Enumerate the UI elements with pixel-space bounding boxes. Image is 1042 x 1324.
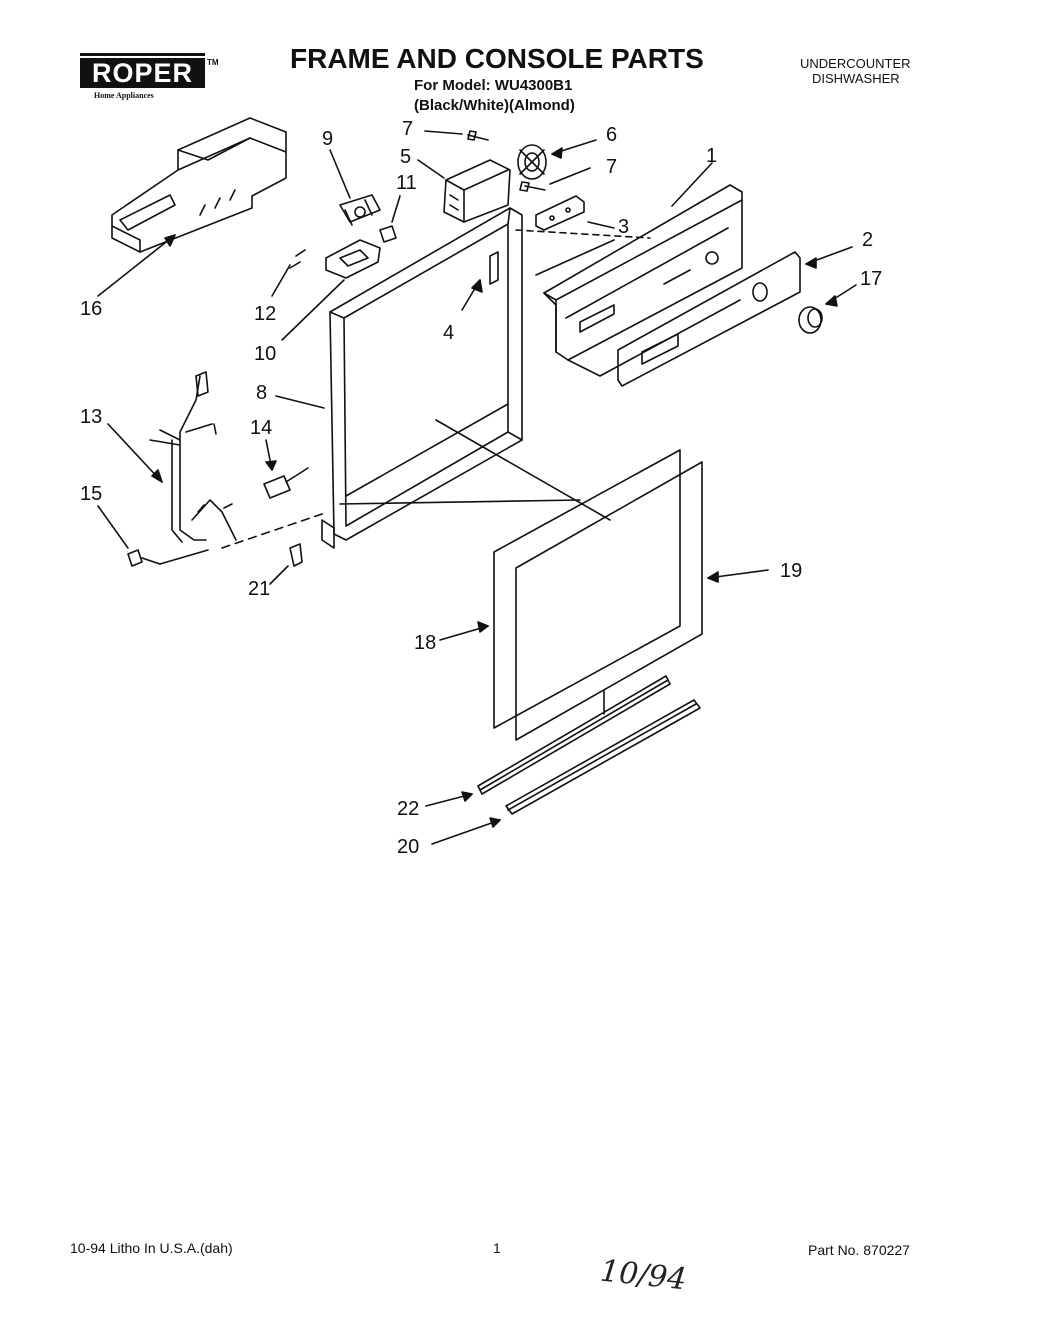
leader-15 — [97, 505, 129, 549]
callout-22: 22 — [397, 798, 420, 820]
callout-18: 18 — [414, 632, 437, 654]
roper-logo: ROPER TM Home Appliances — [80, 50, 219, 102]
arrow-17 — [825, 295, 838, 307]
leader-12 — [271, 264, 291, 297]
part-6-dial — [517, 144, 547, 180]
logo-trademark: TM — [207, 58, 219, 67]
leader-8 — [275, 395, 325, 409]
arrow-16 — [164, 234, 176, 247]
callout-20: 20 — [397, 836, 420, 858]
callout-8: 8 — [256, 382, 268, 404]
part-21-clip — [289, 543, 303, 567]
part-19-panel — [515, 461, 703, 741]
part-8-frame — [321, 207, 523, 549]
part-18-panel — [493, 449, 681, 729]
part-14-connector — [263, 467, 309, 499]
callout-13: 13 — [80, 406, 103, 428]
part-13-harness — [149, 371, 237, 543]
callout-9: 9 — [322, 128, 334, 150]
callout-5: 5 — [400, 146, 412, 168]
part-7-screw-top — [467, 130, 489, 141]
guide-console — [535, 239, 615, 276]
leader-3 — [587, 221, 615, 229]
model-number: For Model: WU4300B1 — [414, 77, 573, 94]
leader-1 — [671, 162, 713, 207]
leader-21 — [269, 565, 289, 585]
arrow-6 — [551, 147, 563, 159]
dash-harness — [221, 511, 329, 549]
dash-timer-console — [515, 229, 651, 239]
leader-5 — [417, 159, 445, 179]
product-type-line1: UNDERCOUNTER — [800, 56, 911, 71]
part-7-screw-right — [519, 181, 546, 192]
leader-7-right — [549, 167, 591, 185]
part-22-strip — [477, 675, 671, 795]
callout-17: 17 — [860, 268, 883, 290]
callout-11: 11 — [396, 172, 417, 194]
part-1-console — [543, 184, 743, 377]
callout-15: 15 — [80, 483, 103, 505]
arrow-20 — [489, 817, 501, 828]
leader-13 — [107, 423, 163, 483]
callout-19: 19 — [780, 560, 803, 582]
leader-16 — [97, 234, 176, 297]
leader-20 — [431, 819, 501, 845]
arrow-14 — [265, 460, 277, 471]
leader-7-top — [424, 130, 463, 135]
part-12-clip — [289, 249, 306, 269]
footer-part-number: Part No. 870227 — [808, 1242, 910, 1258]
page-title: FRAME AND CONSOLE PARTS — [290, 43, 704, 74]
callout-3: 3 — [618, 216, 630, 238]
logo-subtitle: Home Appliances — [94, 91, 154, 100]
leader-10 — [281, 279, 345, 341]
part-11-terminal — [379, 225, 397, 243]
part-9-switch — [339, 194, 381, 226]
arrow-22 — [461, 791, 473, 802]
logo-brand: ROPER — [80, 58, 205, 88]
callout-16: 16 — [80, 298, 103, 320]
arrow-13 — [151, 469, 163, 483]
part-5-timer — [443, 159, 511, 223]
callout-2: 2 — [862, 229, 874, 251]
part-16-duct — [111, 117, 287, 253]
callout-10: 10 — [254, 343, 277, 365]
part-17-knob — [798, 306, 823, 334]
callout-6: 6 — [606, 124, 618, 146]
part-20-strip — [505, 699, 701, 815]
product-type-line2: DISHWASHER — [812, 71, 900, 86]
guide-door-2 — [339, 499, 581, 505]
model-colors: (Black/White)(Almond) — [414, 97, 575, 114]
leader-11 — [391, 195, 401, 223]
callout-1: 1 — [706, 145, 718, 167]
arrow-18 — [477, 621, 489, 633]
part-3-bracket — [535, 195, 585, 231]
footer-page-number: 1 — [493, 1240, 501, 1256]
leader-9 — [329, 149, 351, 199]
callout-4: 4 — [443, 322, 455, 344]
guide-door-1 — [435, 419, 611, 521]
callout-12: 12 — [254, 303, 277, 325]
logo-rule — [80, 53, 205, 56]
arrow-19 — [707, 571, 719, 583]
callout-21: 21 — [248, 578, 271, 600]
arrow-2 — [805, 257, 817, 269]
callout-14: 14 — [250, 417, 273, 439]
footer-litho: 10-94 Litho In U.S.A.(dah) — [70, 1240, 233, 1256]
callout-7-right: 7 — [606, 156, 618, 178]
part-15-screw — [127, 549, 209, 567]
part-10-holder — [325, 239, 381, 279]
arrow-4 — [471, 279, 483, 293]
part-2-panel — [617, 251, 801, 387]
callout-7-top: 7 — [402, 118, 414, 140]
